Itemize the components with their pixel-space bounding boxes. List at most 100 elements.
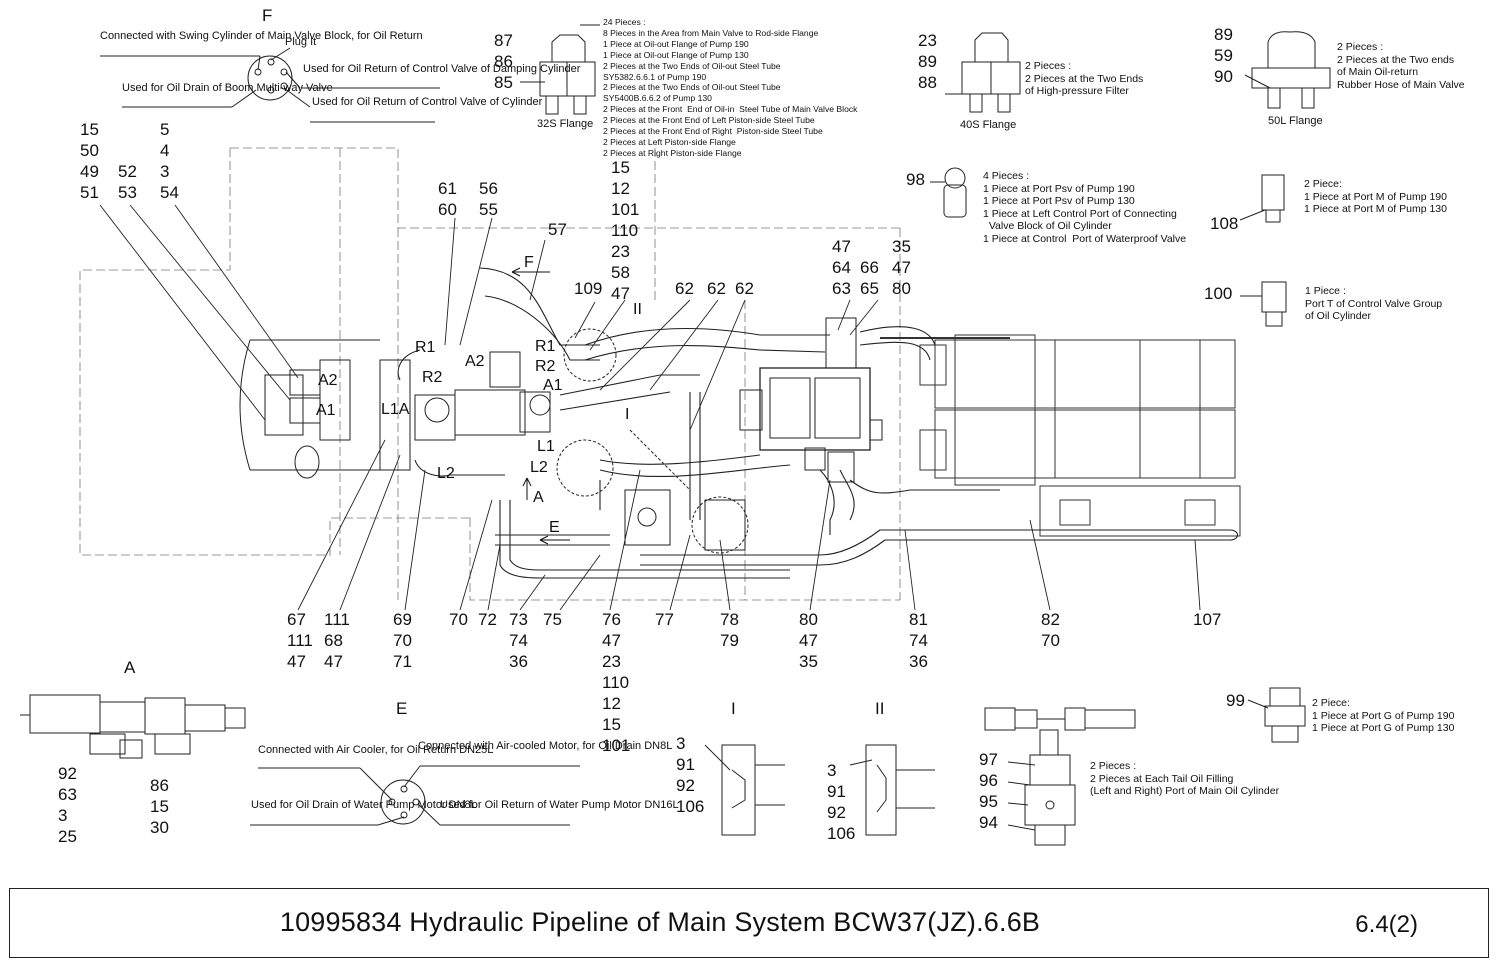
part-108-drawing (1239, 174, 1285, 223)
callout-70: 70 (449, 610, 468, 629)
flow-label-E: E (549, 519, 560, 536)
callout-section-I: 3 91 92 106 (676, 734, 705, 816)
note-e-air-cooler: Connected with Air Cooler, for Oil Retur… (258, 744, 494, 756)
hydraulic-pipes (397, 267, 1239, 579)
note-e-pump-return: Used for Oil Return of Water Pump Motor … (440, 799, 679, 811)
note-f-drain: Used for Oil Drain of Boom Multi-way Val… (122, 82, 333, 94)
port-a2-right: A2 (465, 353, 485, 370)
note-f-damping: Used for Oil Return of Control Valve of … (303, 63, 581, 75)
callout-23-89-88: 23 89 88 (918, 31, 937, 92)
view-A-pump-drawing (20, 694, 246, 759)
flow-label-I: I (625, 406, 630, 423)
view-label-A: A (124, 658, 136, 677)
flange-40s-note: 2 Pieces : 2 Pieces at the Two Ends of H… (1025, 60, 1144, 97)
flange-32s-drawing (520, 24, 600, 115)
callout-72: 72 (478, 610, 497, 629)
callout-69-70-71: 69 70 71 (393, 610, 412, 671)
callout-47-64-63: 47 64 63 (832, 237, 851, 298)
main-oil-cylinders (880, 334, 1241, 537)
part-tail-fitting-drawing (984, 707, 1136, 846)
view-label-F: F (262, 6, 273, 25)
flange-32s-caption: 32S Flange (537, 118, 594, 130)
part-tail-note: 2 Pieces : 2 Pieces at Each Tail Oil Fil… (1090, 760, 1280, 797)
port-r1-right: R1 (535, 338, 556, 355)
callout-52-53: 52 53 (118, 162, 137, 202)
port-a1-right: A1 (543, 377, 563, 394)
callout-61-60: 61 60 (438, 179, 457, 219)
callout-80-47-35: 80 47 35 (799, 610, 818, 671)
callout-77: 77 (655, 610, 674, 629)
callout-56-55: 56 55 (479, 179, 498, 219)
note-f-swing: Connected with Swing Cylinder of Main Va… (100, 30, 423, 42)
flange-50l-note: 2 Pieces : 2 Pieces at the Two ends of M… (1337, 41, 1465, 91)
port-l2-left: L2 (437, 465, 455, 482)
callout-73-74-36: 73 74 36 (509, 610, 528, 671)
callout-66-65: 66 65 (860, 258, 879, 298)
drawing-title: 10995834 Hydraulic Pipeline of Main Syst… (279, 907, 1041, 937)
port-r2-left: R2 (422, 369, 443, 386)
part-98-note: 4 Pieces : 1 Piece at Port Psv of Pump 1… (983, 170, 1187, 245)
callout-57: 57 (548, 220, 567, 239)
callout-67-111-47: 67 111 47 (287, 610, 313, 671)
port-l1a: L1A (381, 401, 410, 418)
callout-107: 107 (1193, 610, 1222, 629)
callout-87-86-85: 87 86 85 (494, 31, 513, 92)
section-label-I: I (731, 699, 736, 718)
main-valve-block (739, 317, 883, 483)
leader-lines (99, 204, 1201, 611)
callout-81-74-36: 81 74 36 (909, 610, 928, 671)
callout-111-68-47: 111 68 47 (324, 610, 350, 671)
callout-62-c: 62 (735, 279, 754, 298)
port-l2-right: L2 (530, 459, 548, 476)
callout-75: 75 (543, 610, 562, 629)
flange-50l-caption: 50L Flange (1268, 115, 1323, 127)
flange-50l-drawing (1244, 31, 1331, 109)
part-99-drawing (1247, 687, 1306, 743)
note-e-air-motor: Connected with Air-cooled Motor, for Oil… (418, 740, 673, 752)
callout-97-96-95-94: 97 96 95 94 (979, 750, 998, 832)
port-l1-right: L1 (537, 438, 555, 455)
flow-label-A: A (533, 489, 544, 506)
part-99-note: 2 Piece: 1 Piece at Port G of Pump 190 1… (1312, 697, 1455, 734)
callout-92-63-3-25: 92 63 3 25 (58, 764, 77, 846)
title-block: 10995834 Hydraulic Pipeline of Main Syst… (9, 888, 1489, 958)
part-100-note: 1 Piece : Port T of Control Valve Group … (1305, 285, 1443, 322)
note-f-return: Used for Oil Return of Control Valve of … (312, 96, 543, 108)
flange-40s-caption: 40S Flange (960, 119, 1017, 131)
callout-15-12-101-110-23-58-47: 15 12 101 110 23 58 47 (611, 158, 640, 303)
section-I-drawing (704, 744, 785, 836)
callout-section-II: 3 91 92 106 (827, 761, 856, 843)
callout-108: 108 (1210, 214, 1239, 233)
pump-assembly (239, 339, 551, 479)
callout-15-50-49-51: 15 50 49 51 (80, 120, 99, 202)
note-f-plug: Plug It (285, 36, 317, 48)
flange-40s-drawing (945, 32, 1021, 113)
view-label-E: E (396, 699, 408, 718)
callout-98: 98 (906, 170, 925, 189)
callout-100: 100 (1204, 284, 1233, 303)
section-II-drawing (849, 744, 935, 836)
port-r1-left: R1 (415, 339, 436, 356)
callout-62-b: 62 (707, 279, 726, 298)
note-e-pump-drain: Used for Oil Drain of Water Pump Motor D… (251, 799, 477, 811)
callout-86-15-30: 86 15 30 (150, 776, 169, 837)
callout-89-59-90: 89 59 90 (1214, 25, 1233, 86)
part-98-drawing (930, 167, 967, 218)
callout-76-column: 76 47 23 110 12 15 101 (602, 610, 631, 755)
port-a2-left: A2 (318, 372, 338, 389)
section-label-II: II (875, 699, 885, 718)
callout-82-70: 82 70 (1041, 610, 1060, 650)
callout-35-47-80: 35 47 80 (892, 237, 911, 298)
detail-circle-I (556, 328, 749, 554)
callout-62-a: 62 (675, 279, 694, 298)
callout-78-79: 78 79 (720, 610, 739, 650)
detail-F-port-diagram (100, 47, 440, 123)
callout-109: 109 (574, 279, 603, 298)
flow-label-F: F (524, 254, 534, 271)
callout-99: 99 (1226, 691, 1245, 710)
flow-label-II: II (633, 301, 642, 318)
flow-arrows (511, 267, 570, 545)
page-number: 6.4(2) (1355, 911, 1418, 938)
part-108-note: 2 Piece: 1 Piece at Port M of Pump 190 1… (1304, 178, 1447, 215)
